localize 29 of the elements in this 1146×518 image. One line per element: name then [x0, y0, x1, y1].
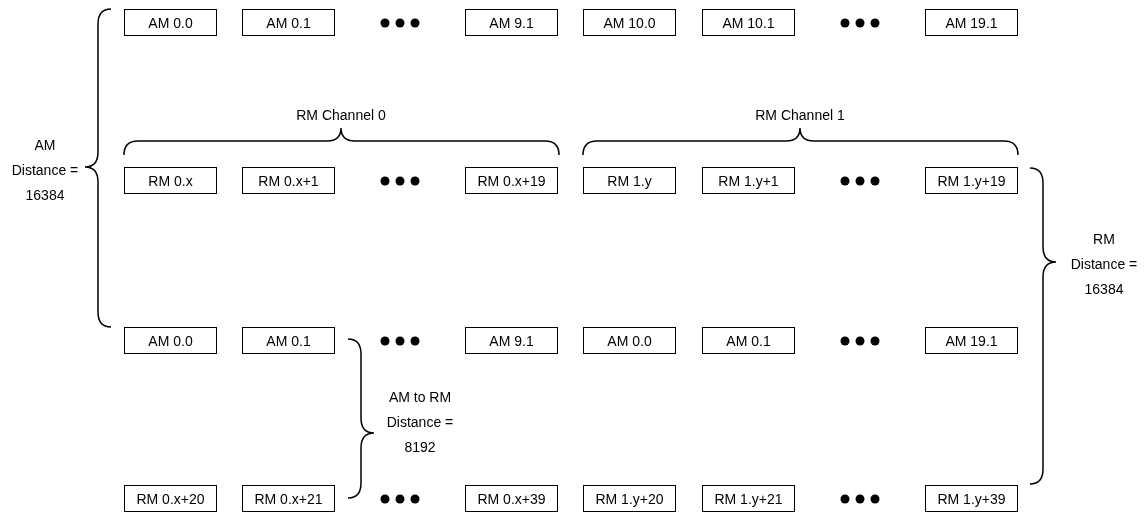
address-box: AM 19.1 [925, 327, 1018, 354]
address-box: AM 0.0 [124, 327, 217, 354]
address-box: RM 0.x+1 [242, 167, 335, 194]
address-box: AM 0.1 [702, 327, 795, 354]
address-box: AM 9.1 [465, 9, 558, 36]
address-box: AM 19.1 [925, 9, 1018, 36]
address-box: AM 0.1 [242, 9, 335, 36]
address-box: RM 0.x [124, 167, 217, 194]
address-box: RM 1.y+19 [925, 167, 1018, 194]
address-box: RM 0.x+39 [465, 485, 558, 512]
address-box: AM 10.0 [583, 9, 676, 36]
address-box: RM 1.y+21 [702, 485, 795, 512]
bracket-label: RM Distance = 16384 [1070, 229, 1138, 299]
address-box: RM 1.y+39 [925, 485, 1018, 512]
address-box: RM 1.y+1 [702, 167, 795, 194]
address-box: AM 0.0 [124, 9, 217, 36]
address-box: AM 0.1 [242, 327, 335, 354]
address-box: AM 10.1 [702, 9, 795, 36]
address-box: RM 1.y+20 [583, 485, 676, 512]
address-box: RM 0.x+19 [465, 167, 558, 194]
bracket-label: RM Channel 1 [754, 105, 846, 125]
address-box: RM 0.x+20 [124, 485, 217, 512]
address-box: RM 1.y [583, 167, 676, 194]
bracket-label: AM Distance = 16384 [11, 135, 79, 205]
bracket-label: AM to RM Distance = 8192 [386, 387, 454, 457]
bracket-label: RM Channel 0 [295, 105, 387, 125]
address-box: AM 9.1 [465, 327, 558, 354]
address-box: RM 0.x+21 [242, 485, 335, 512]
address-box: AM 0.0 [583, 327, 676, 354]
